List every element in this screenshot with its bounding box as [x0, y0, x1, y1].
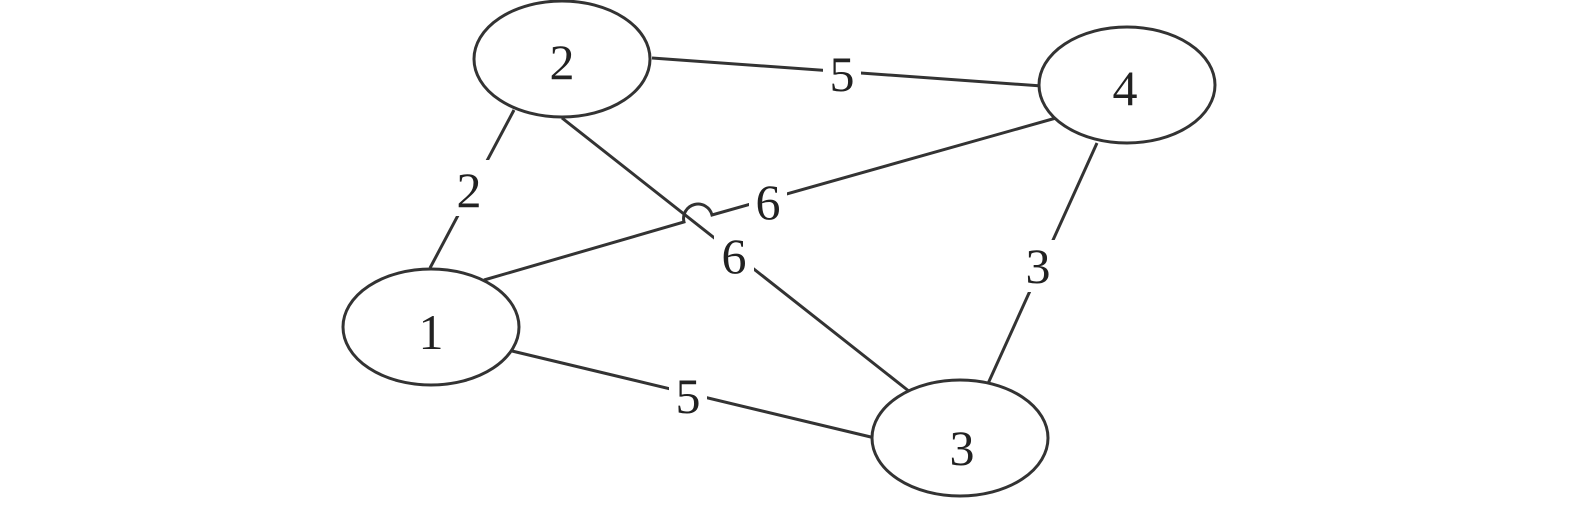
node-1: 1 — [341, 267, 521, 387]
edge-label-1-3: 5 — [669, 368, 707, 424]
node-3-label: 3 — [950, 420, 975, 476]
edge-label-2-4: 5 — [823, 46, 861, 102]
node-3: 3 — [870, 378, 1050, 498]
node-4-label: 4 — [1113, 60, 1138, 116]
node-2: 2 — [472, 0, 652, 119]
node-4-ellipse — [1037, 25, 1217, 145]
edge-weight-1-2: 2 — [457, 162, 482, 218]
edge-1-4 — [483, 116, 1057, 282]
edge-weight-4-3: 3 — [1026, 238, 1051, 294]
edge-weight-2-3: 6 — [722, 228, 747, 284]
node-2-label: 2 — [550, 34, 575, 90]
node-3-ellipse — [870, 378, 1050, 498]
edge-weight-2-4: 5 — [830, 46, 855, 102]
edge-label-4-3: 3 — [1019, 238, 1057, 294]
node-1-label: 1 — [419, 304, 444, 360]
edge-label-2-3: 6 — [714, 228, 754, 284]
edges — [428, 56, 1099, 440]
edge-weight-1-3: 5 — [676, 368, 701, 424]
nodes: 1 2 3 4 — [341, 0, 1217, 498]
edge-weight-1-4: 6 — [756, 174, 781, 230]
node-2-ellipse — [472, 0, 652, 119]
node-1-ellipse — [341, 267, 521, 387]
edge-labels: 2 5 6 6 3 5 — [451, 46, 1057, 424]
edge-label-1-4: 6 — [749, 174, 787, 230]
edge-label-1-2: 2 — [451, 160, 489, 218]
node-4: 4 — [1037, 25, 1217, 145]
